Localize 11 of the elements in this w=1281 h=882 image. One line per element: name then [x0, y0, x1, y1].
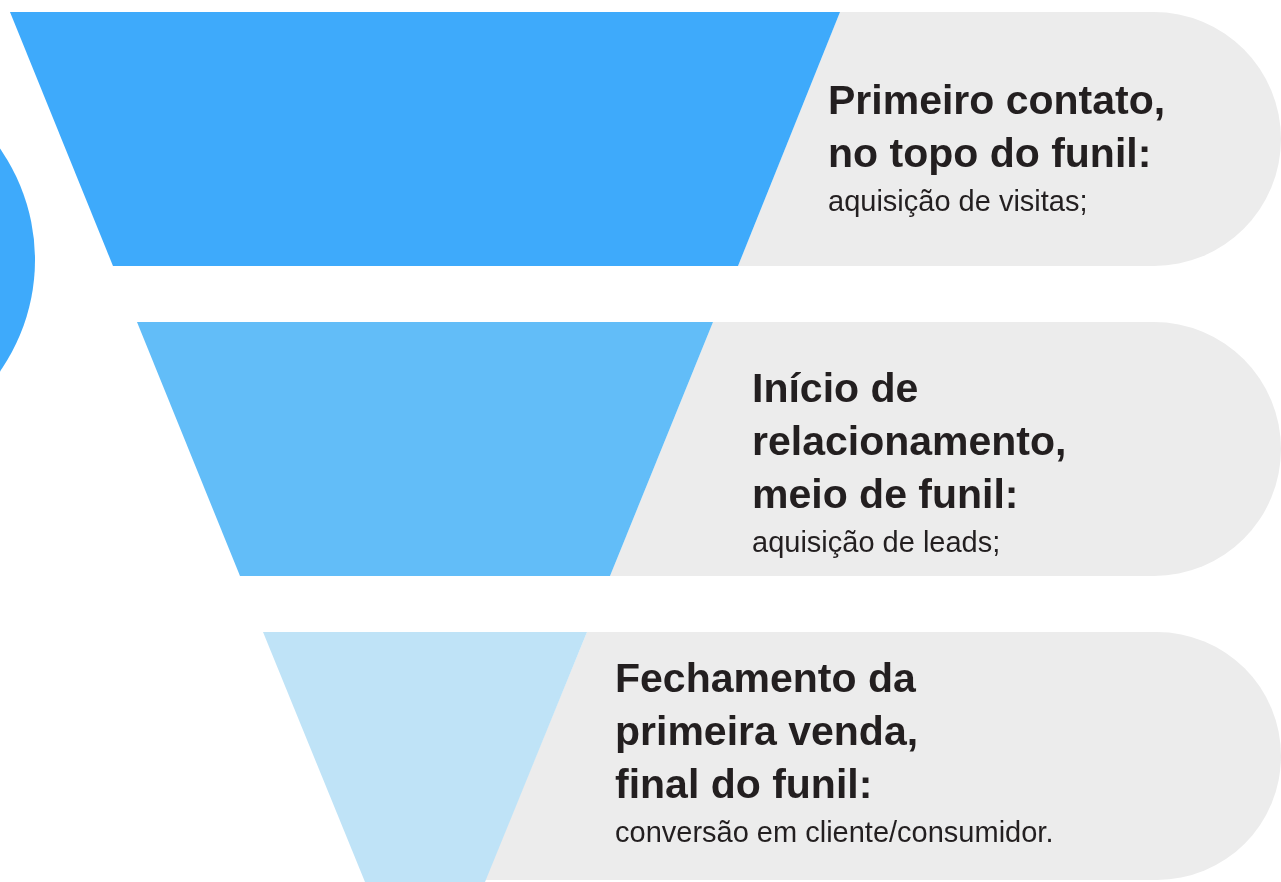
- stage-heading: Primeiro contato, no topo do funil:: [828, 76, 1167, 178]
- funnel-segment: [263, 632, 587, 882]
- stage-pill: [485, 632, 1281, 880]
- stage-description: aquisição de visitas;: [828, 184, 1088, 219]
- stage-heading: Início de relacionamento, meio de funil:: [752, 364, 1068, 519]
- stage-description: conversão em cliente/consumidor.: [615, 815, 1054, 850]
- stage-description: aquisição de leads;: [752, 525, 1001, 560]
- funnel-segment: [137, 322, 713, 576]
- stage-heading: Fechamento da primeira venda, final do funil:: [615, 654, 920, 809]
- stage-pill: [610, 322, 1281, 576]
- stage-pill: [738, 12, 1281, 266]
